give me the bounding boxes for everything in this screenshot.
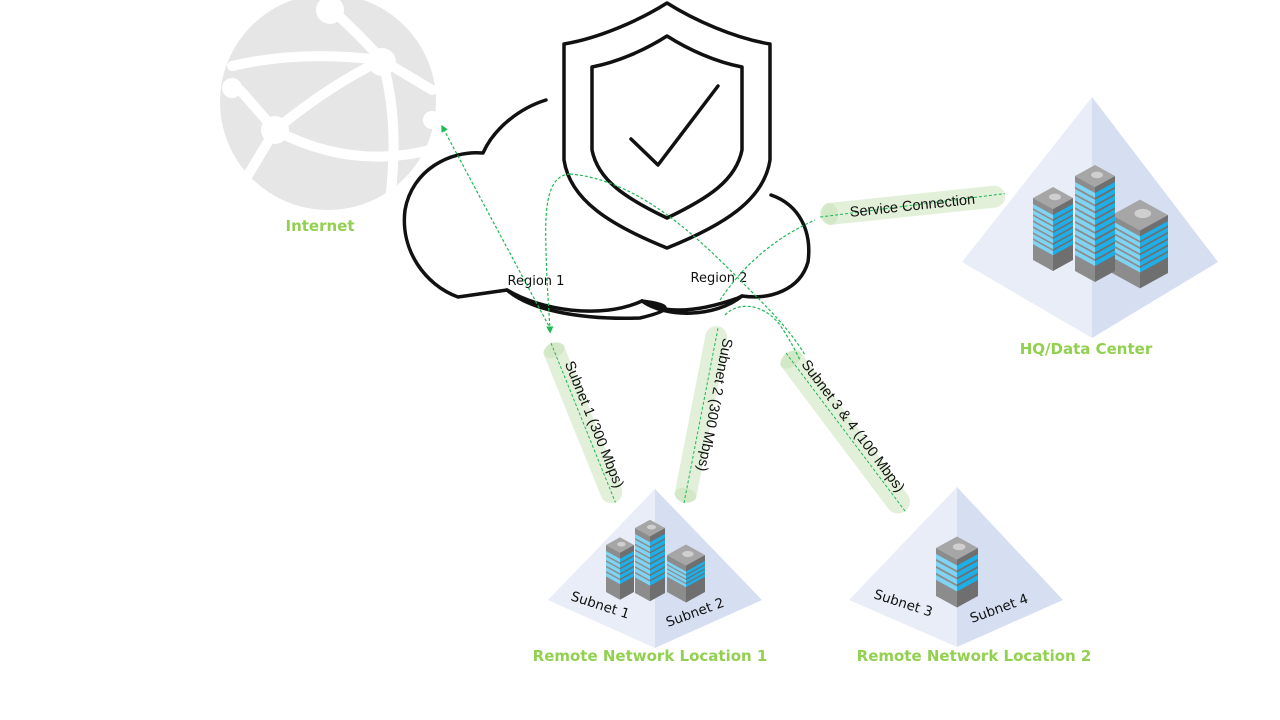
building — [635, 519, 665, 602]
region2-service-path — [719, 219, 816, 301]
internet-node[interactable]: Internet — [220, 0, 441, 235]
region-1-label: Region 1 — [508, 274, 565, 289]
building — [936, 536, 978, 608]
building — [1075, 165, 1115, 282]
hq-node[interactable]: HQ/Data Center — [962, 97, 1218, 358]
hq-pyramid-left — [962, 97, 1092, 338]
hq-label: HQ/Data Center — [1020, 340, 1153, 358]
subnet-2-tunnel[interactable]: Subnet 2 (300 Mbps) — [673, 324, 737, 506]
internet-path — [441, 124, 552, 331]
subnet-2-tube — [675, 326, 728, 504]
shield-check-icon — [562, 1, 772, 250]
office-buildings-icon — [606, 519, 705, 603]
cloud-outline-icon — [402, 98, 811, 321]
remote-location-2-node[interactable]: Subnet 3 Subnet 4 Remote Network Locatio… — [849, 487, 1091, 665]
region2-branch-path — [724, 305, 801, 361]
service-tube — [819, 185, 1006, 225]
traffic-paths — [441, 124, 816, 361]
internet-label: Internet — [285, 217, 354, 235]
subnet-34-tunnel[interactable]: Subnet 3 & 4 (100 Mbps) — [776, 343, 918, 519]
office-buildings-icon — [1033, 165, 1168, 289]
remote2-pyramid-left — [849, 487, 957, 647]
office-building-icon — [936, 536, 978, 608]
subnet-34-tunnel-label: Subnet 3 & 4 (100 Mbps) — [798, 357, 908, 495]
remote2-pyramid-right — [957, 487, 1063, 647]
remote1-pyramid-left — [548, 489, 655, 648]
region1-loop-path — [545, 173, 571, 334]
remote-location-1-node[interactable]: Subnet 1 Subnet 2 Remote Network Locatio… — [533, 489, 768, 665]
security-cloud[interactable]: Region 1 Region 2 — [402, 1, 811, 321]
subnet-1-tunnel[interactable]: Subnet 1 (300 Mbps) — [541, 337, 631, 507]
remote-location-1-label: Remote Network Location 1 — [533, 647, 768, 665]
remote-location-2-label: Remote Network Location 2 — [857, 647, 1092, 665]
building — [667, 544, 705, 603]
remote1-pyramid-right — [655, 489, 762, 648]
subnet-34-tube — [781, 350, 910, 514]
globe-network-icon — [220, 0, 441, 210]
cross-region-path — [569, 173, 806, 356]
service-connection[interactable]: Service Connection — [819, 185, 1006, 226]
building — [1033, 187, 1073, 271]
building — [1112, 199, 1168, 289]
building — [606, 537, 634, 600]
